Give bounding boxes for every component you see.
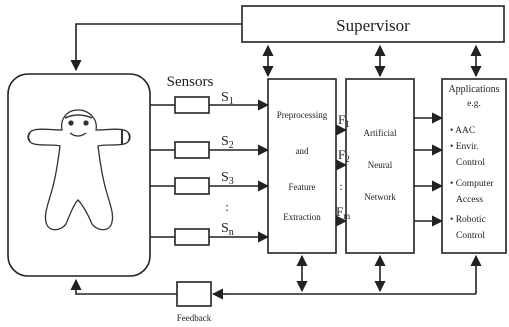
sensor-box-1: [175, 97, 209, 113]
sensors-label: Sensors: [167, 74, 214, 90]
applications-title: Applications: [448, 84, 499, 95]
feature-fm: Fm: [336, 204, 350, 221]
applications-item-envir: • Envir.: [450, 142, 479, 152]
ann-line-1: Artificial: [364, 128, 397, 138]
preprocessing-line-3: Feature: [289, 182, 316, 192]
sensor-signal-s1: S1: [221, 90, 234, 107]
ann-line-2: Neural: [368, 160, 393, 170]
sensor-signal-s3: S3: [221, 170, 234, 187]
applications-item-computer-access: Access: [456, 195, 483, 205]
subject-box: [8, 74, 150, 276]
feature-f1: F1: [338, 112, 350, 129]
applications-item-robotic-control: Control: [456, 231, 485, 241]
supervisor-label: Supervisor: [336, 16, 410, 35]
feature-f2: F2: [338, 147, 350, 164]
preprocessing-line-2: and: [296, 146, 309, 156]
preprocessing-line-4: Extraction: [283, 212, 321, 222]
ann-line-3: Network: [364, 192, 396, 202]
sensor-signal-s2: S2: [221, 134, 234, 151]
applications-subtitle: e.g.: [467, 99, 481, 109]
applications-item-robotic: • Robotic: [450, 215, 486, 225]
sensor-dots: :: [225, 199, 229, 214]
sensor-signal-sn: Sn: [221, 221, 234, 238]
applications-item-envir-control: Control: [456, 158, 485, 168]
preprocessing-line-1: Preprocessing: [277, 110, 328, 120]
sensor-box-n: [175, 229, 209, 245]
feature-dots: :: [339, 179, 342, 193]
feedback-box: [177, 282, 211, 306]
preprocessing-box: [268, 79, 336, 253]
sensor-box-2: [175, 142, 209, 158]
applications-item-computer: • Computer: [450, 179, 495, 189]
sensor-box-3: [175, 178, 209, 194]
feedback-label: Feedback: [177, 313, 212, 323]
subject-figure-icon: [28, 110, 130, 230]
applications-item-aac: • AAC: [450, 126, 475, 136]
